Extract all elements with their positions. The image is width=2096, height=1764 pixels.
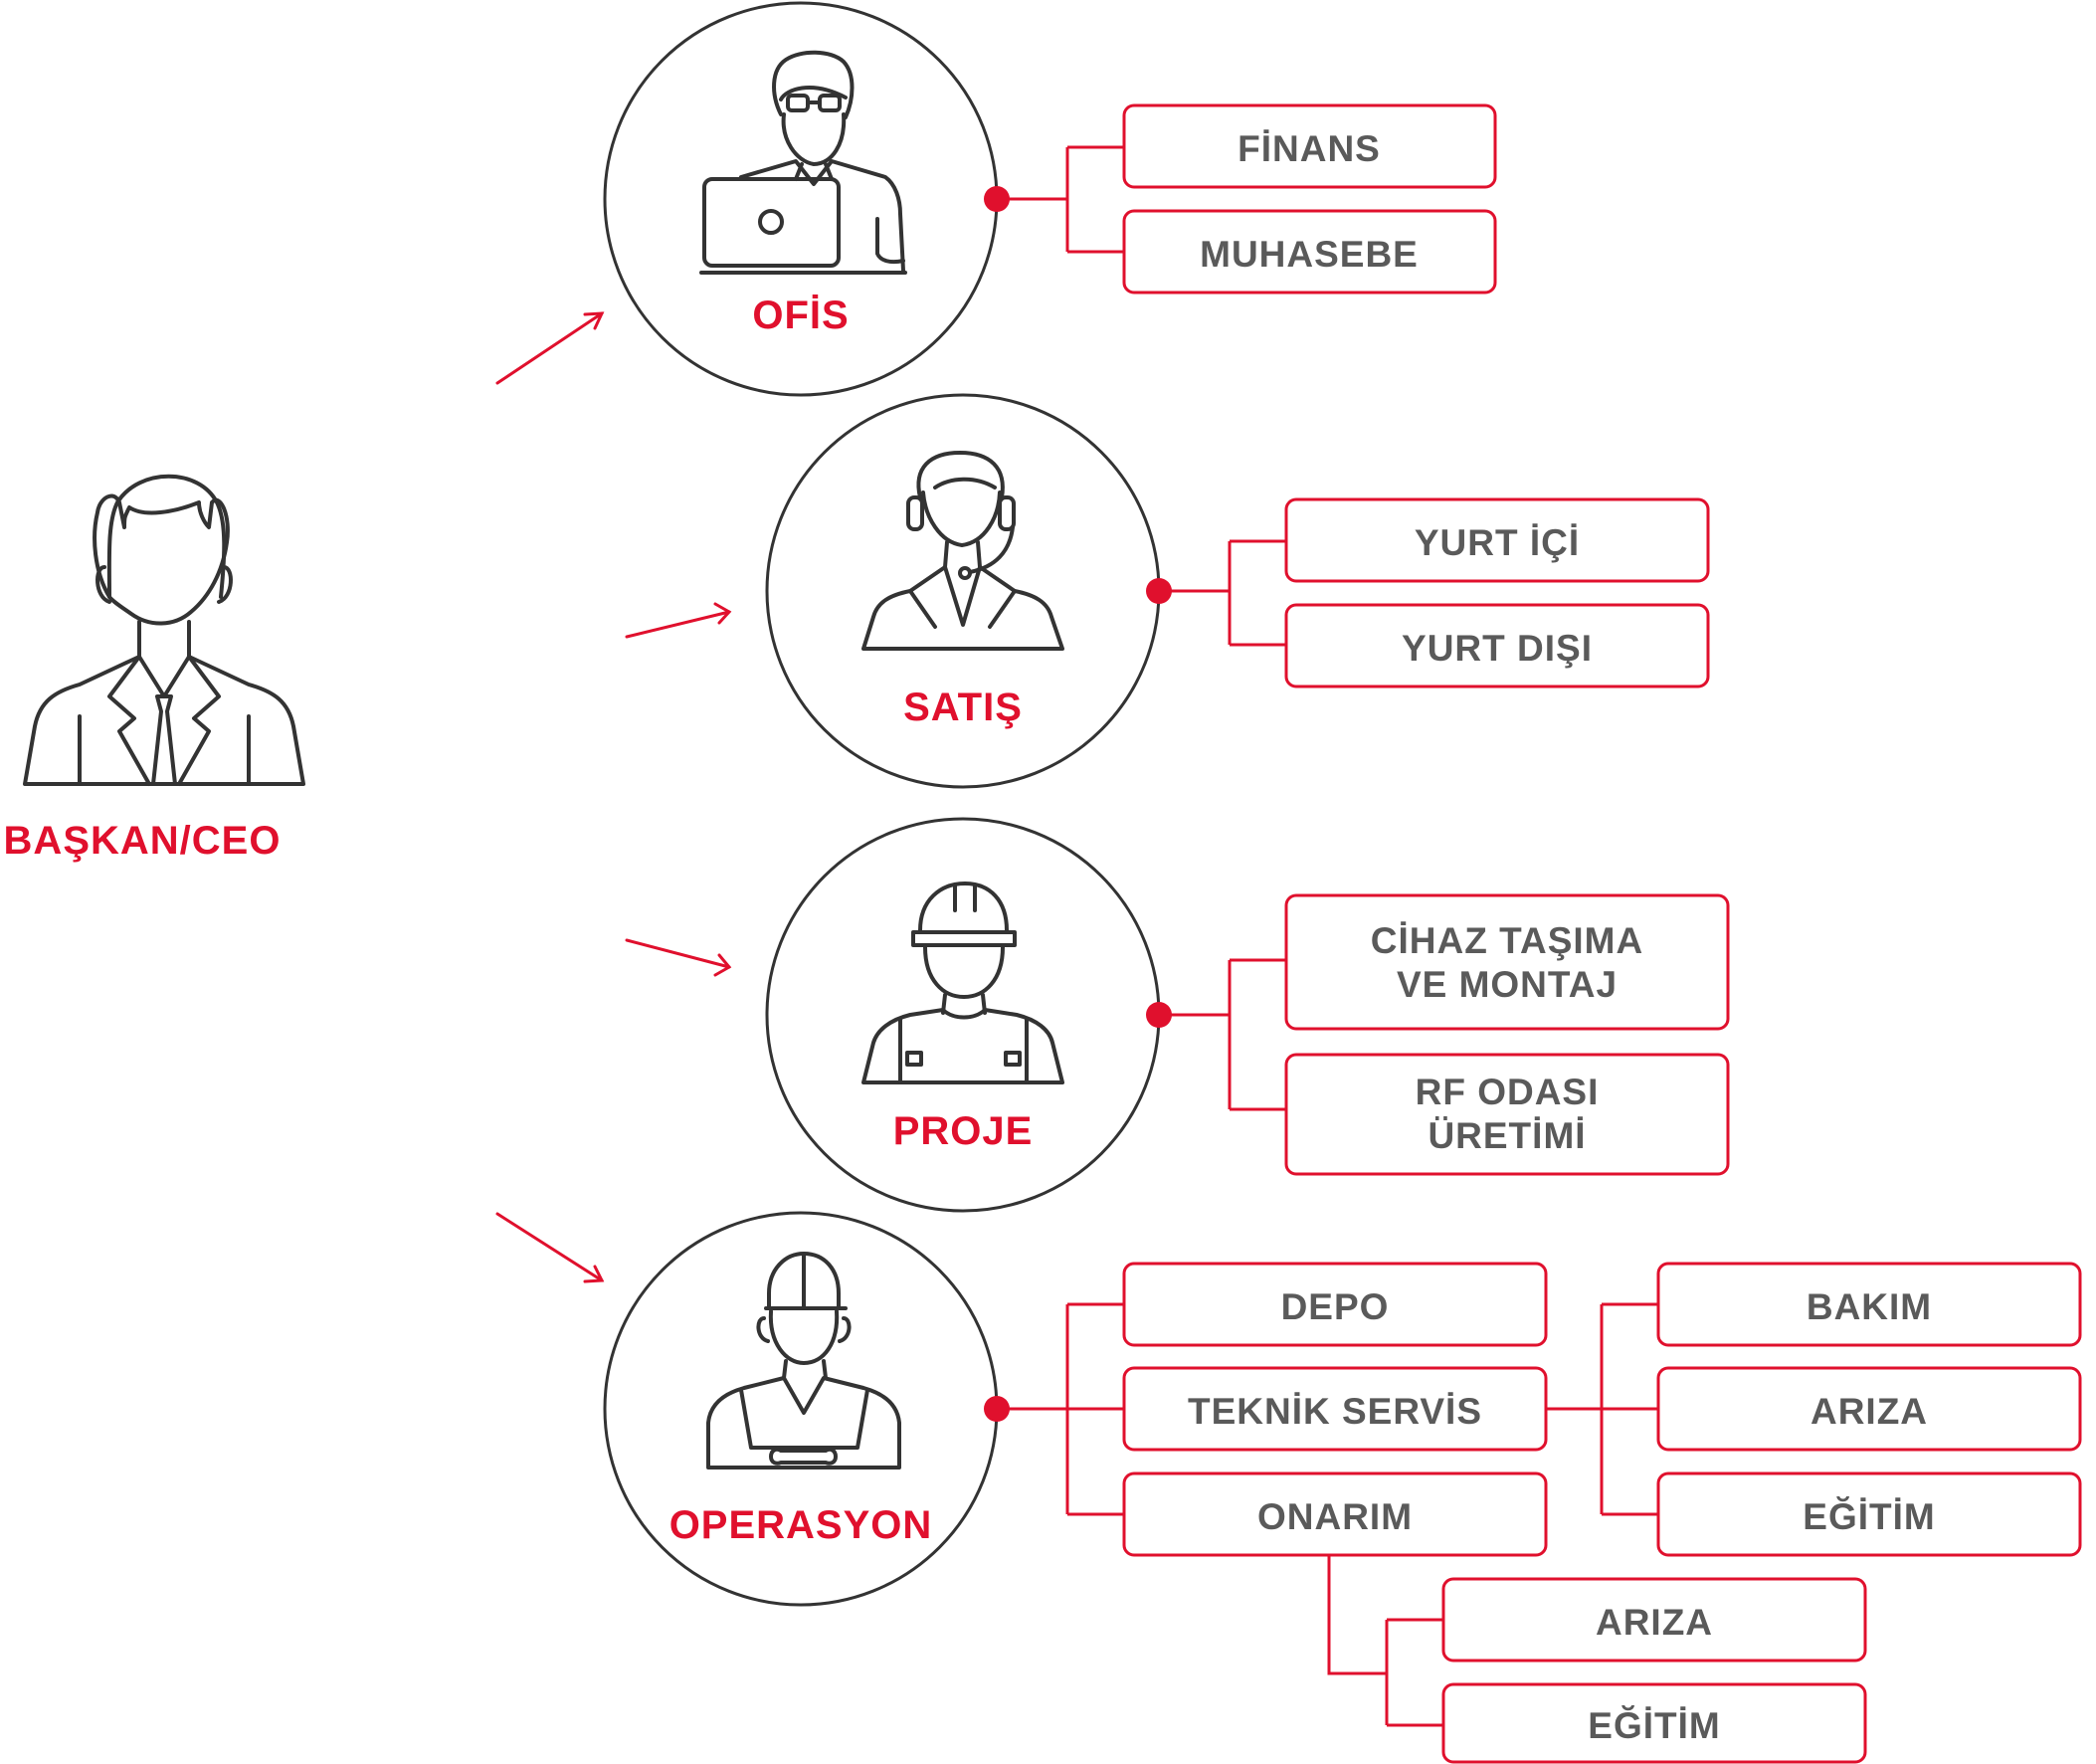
proje-label: PROJE	[893, 1109, 1034, 1153]
ceo-label: BAŞKAN/CEO	[4, 819, 282, 863]
box-rf-line2: ÜRETİMİ	[1428, 1115, 1586, 1156]
box-yurt-disi: YURT DIŞI	[1284, 603, 1710, 688]
arrow-to-ofis	[495, 311, 605, 385]
box-egitim-onarim: EĞİTİM	[1441, 1682, 1867, 1764]
arrow-to-proje	[625, 938, 732, 977]
department-proje: PROJE CİHAZ TAŞIMA VE MONTAJ RF ODASI ÜR…	[765, 817, 1730, 1213]
box-ariza-onarim: ARIZA	[1441, 1577, 1867, 1663]
businessman-icon	[23, 474, 305, 786]
ceo-node: BAŞKAN/CEO	[4, 474, 305, 863]
box-ariza-teknik: ARIZA	[1656, 1366, 2082, 1452]
box-cihaz-line1: CİHAZ TAŞIMA	[1371, 920, 1643, 961]
arrow-to-satis	[625, 602, 732, 639]
box-finans: FİNANS	[1122, 103, 1497, 189]
box-muhasebe: MUHASEBE	[1122, 209, 1497, 294]
box-onarim-label: ONARIM	[1257, 1496, 1413, 1537]
box-cihaz-line2: VE MONTAJ	[1397, 964, 1618, 1005]
department-operasyon: OPERASYON DEPO TEKNİK SERVİS ONARIM BAKI…	[603, 1211, 2082, 1764]
box-teknik-servis-label: TEKNİK SERVİS	[1188, 1391, 1482, 1432]
box-yurt-disi-label: YURT DIŞI	[1402, 628, 1593, 669]
box-depo-label: DEPO	[1281, 1286, 1390, 1327]
box-egitim-onarim-label: EĞİTİM	[1588, 1705, 1720, 1746]
department-ofis: OFİS FİNANS MUHASEBE	[603, 1, 1497, 397]
ofis-label: OFİS	[752, 294, 849, 337]
arrow-to-operasyon	[495, 1212, 605, 1283]
box-egitim-teknik: EĞİTİM	[1656, 1471, 2082, 1557]
box-finans-label: FİNANS	[1238, 128, 1381, 169]
box-ariza-onarim-label: ARIZA	[1596, 1602, 1713, 1643]
ceo-arrows	[495, 311, 732, 1283]
box-teknik-servis: TEKNİK SERVİS	[1122, 1366, 1548, 1452]
mechanic-icon	[706, 1252, 901, 1470]
box-ariza-teknik-label: ARIZA	[1810, 1391, 1928, 1432]
box-yurt-ici-label: YURT İÇİ	[1415, 522, 1580, 563]
headset-operator-icon	[861, 451, 1064, 651]
box-onarim: ONARIM	[1122, 1471, 1548, 1557]
box-depo: DEPO	[1122, 1262, 1548, 1347]
box-bakim: BAKIM	[1656, 1262, 2082, 1347]
operasyon-label: OPERASYON	[669, 1503, 933, 1547]
box-yurt-ici: YURT İÇİ	[1284, 497, 1710, 583]
satis-label: SATIŞ	[903, 686, 1023, 729]
box-bakim-label: BAKIM	[1807, 1286, 1932, 1327]
box-rf-line1: RF ODASI	[1416, 1072, 1600, 1112]
hard-hat-worker-icon	[861, 882, 1064, 1084]
box-muhasebe-label: MUHASEBE	[1200, 234, 1419, 275]
box-egitim-teknik-label: EĞİTİM	[1803, 1496, 1935, 1537]
box-cihaz-tasima: CİHAZ TAŞIMA VE MONTAJ	[1284, 893, 1730, 1031]
office-worker-laptop-icon	[699, 50, 907, 275]
box-rf-odasi: RF ODASI ÜRETİMİ	[1284, 1053, 1730, 1176]
department-satis: SATIŞ YURT İÇİ YURT DIŞI	[765, 393, 1710, 789]
